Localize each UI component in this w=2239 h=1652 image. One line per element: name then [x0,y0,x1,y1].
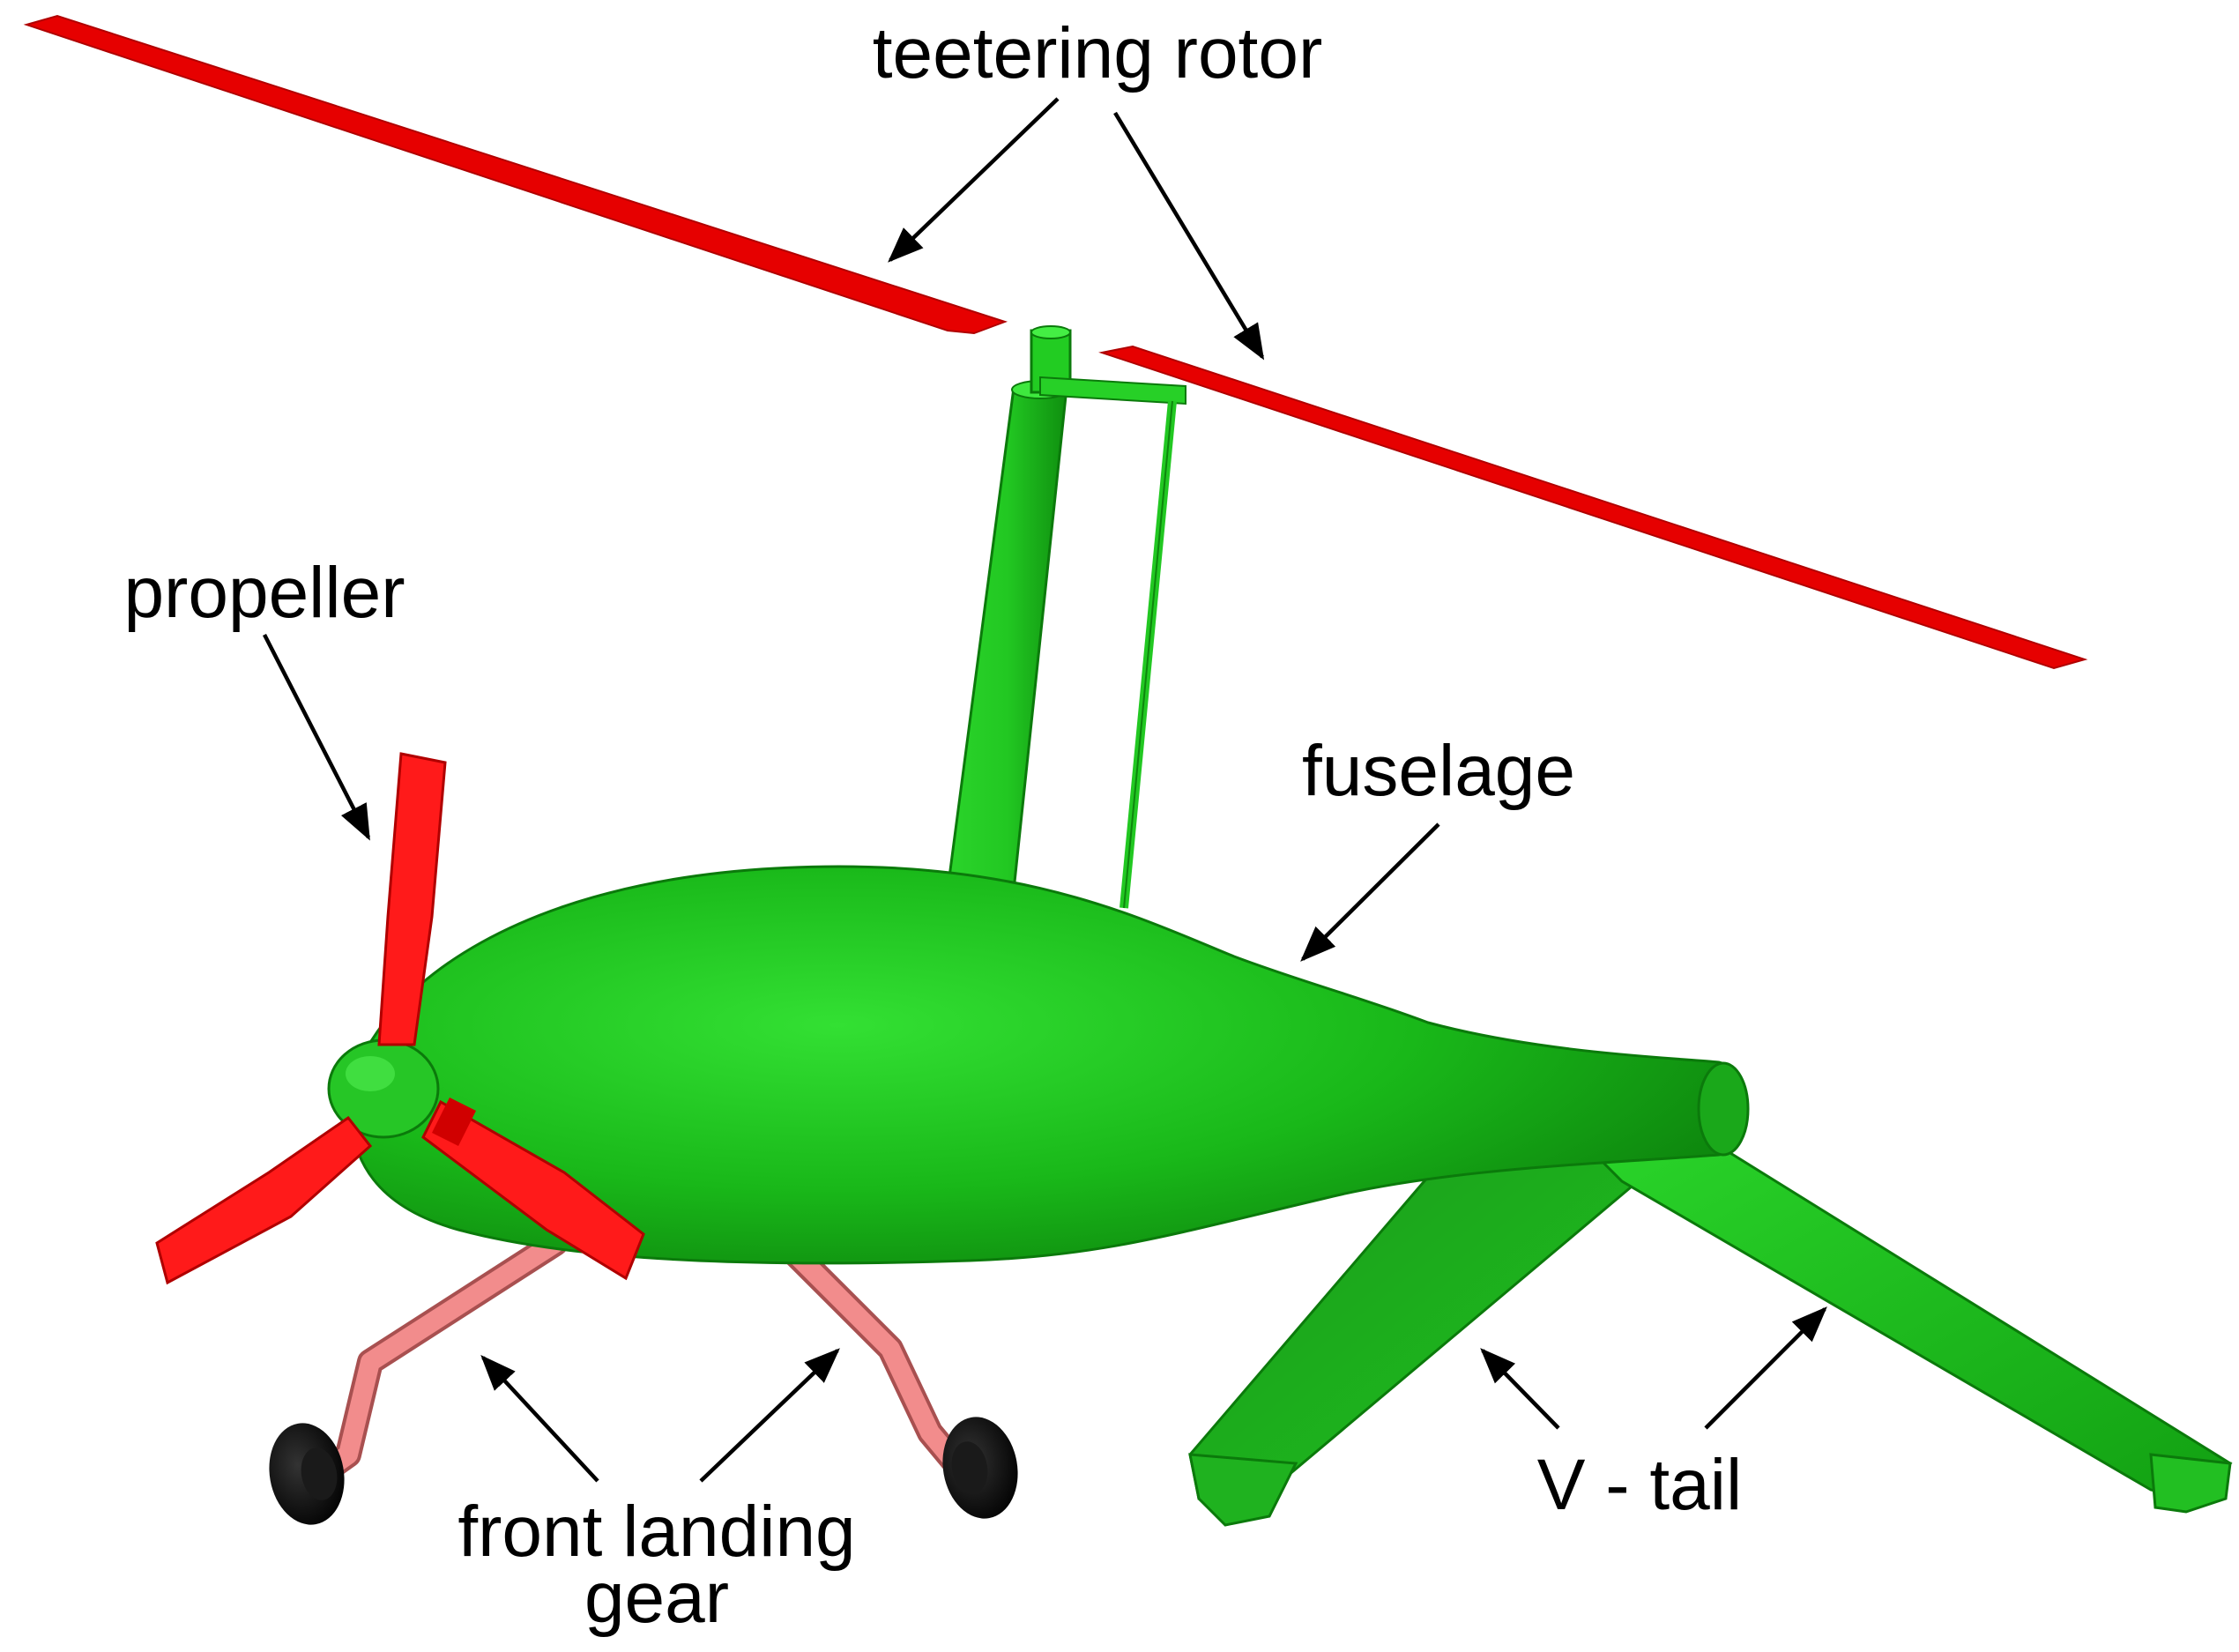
v-tail [1188,1127,2233,1527]
label-fuselage: fuselage [1302,731,1575,811]
rotor-hub-top [1030,325,1071,339]
v-tail-left-tip [1188,1453,1298,1527]
rotor-mast [946,325,1186,909]
arrow-fuselage [1300,822,1440,962]
label-front-landing-gear-line2: gear [584,1558,729,1638]
teetering-rotor [23,14,2088,670]
arrow-rotor-left [888,97,1060,263]
arrow-v-tail-left [1480,1348,1560,1430]
tail-boom-end [1697,1061,1750,1157]
propeller-blade-upper [377,752,447,1046]
arrow-rotor-right [1113,111,1265,361]
fuselage [327,865,1750,1265]
propeller [155,752,645,1285]
label-front-landing-gear-line1: front landing [457,1492,855,1572]
rotor-blade-left [23,14,1008,335]
annotation-arrows [262,97,1827,1483]
hub-arm [1039,376,1186,406]
propeller-blade-lower-right [421,1099,645,1281]
propeller-blade-lower-left [155,1115,373,1285]
rotor-blade-right [1098,345,2088,670]
front-landing-gear [269,1230,1018,1525]
arrow-landing-gear-right [699,1348,840,1483]
arrow-v-tail-right [1704,1306,1827,1430]
label-v-tail: V - tail [1537,1445,1742,1525]
label-propeller: propeller [123,553,405,633]
mast-pylon [946,386,1068,892]
arrow-propeller [262,633,371,841]
label-teetering-rotor: teetering rotor [873,13,1323,93]
labels: teetering rotor propeller fuselage front… [123,13,1742,1638]
v-tail-right-tip [2149,1453,2232,1514]
arrow-landing-gear-left [480,1355,599,1483]
